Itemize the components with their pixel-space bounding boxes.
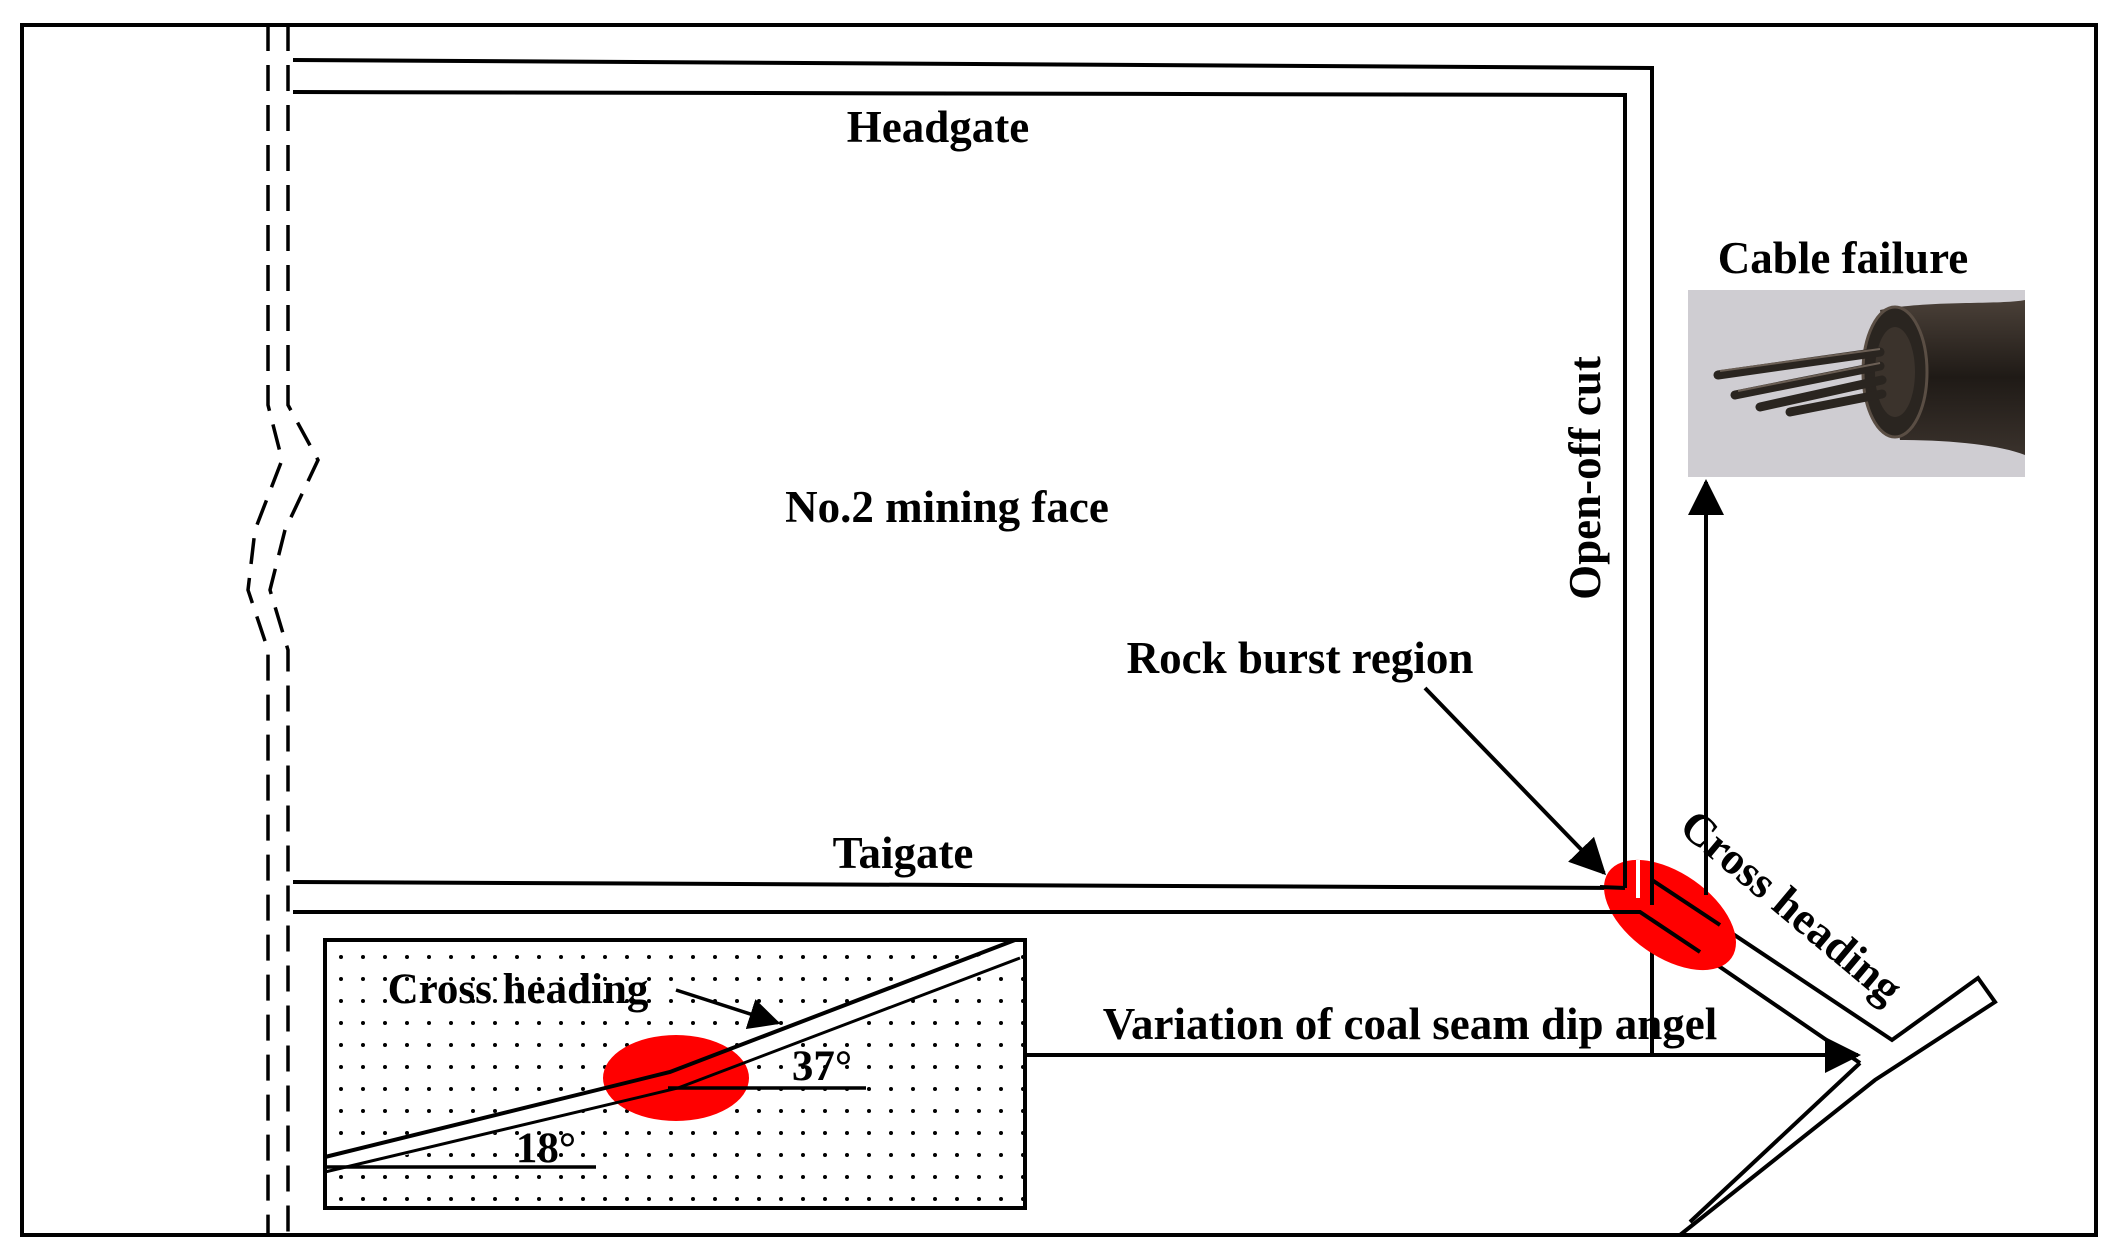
left-dashed-roadway <box>246 25 320 1235</box>
headgate-roadway <box>292 58 1654 1055</box>
variation-label: Variation of coal seam dip angel <box>1103 999 1718 1049</box>
rock-burst-arrow <box>1423 686 1607 876</box>
headgate-label: Headgate <box>847 102 1029 152</box>
taigate-label: Taigate <box>833 828 974 878</box>
cable-failure-photo <box>1688 290 2025 477</box>
angle-18-label: 18° <box>516 1125 576 1172</box>
angle-37-label: 37° <box>792 1043 852 1090</box>
inset-cross-heading-label: Cross heading <box>388 966 649 1013</box>
cross-heading-roadway <box>1650 878 1998 1237</box>
open-off-cut-label: Open-off cut <box>1560 356 1610 600</box>
mining-face-label: No.2 mining face <box>785 482 1109 532</box>
rock-burst-region-label: Rock burst region <box>1127 633 1474 683</box>
inset-cross-heading-arrow <box>675 988 781 1030</box>
inset-burst-ellipse <box>603 1035 749 1121</box>
cable-failure-label: Cable failure <box>1718 233 1968 283</box>
dip-angle-inset <box>323 938 1027 1210</box>
